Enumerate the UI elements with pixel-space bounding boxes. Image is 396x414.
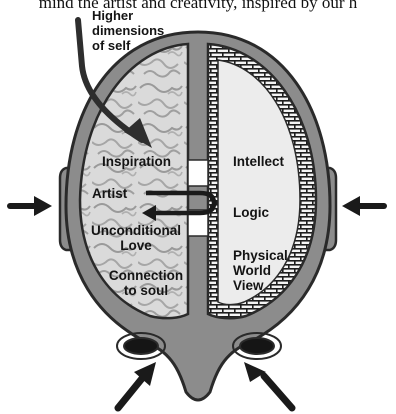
arrow-up-right-icon	[118, 362, 156, 408]
label-connection-to-soul-line-1: Connection	[104, 268, 188, 283]
label-physical-world-view-line-1: Physical	[233, 248, 288, 263]
callout-label: Higher dimensions of self	[92, 8, 164, 53]
left-eye	[124, 338, 158, 354]
label-intellect: Intellect	[233, 154, 284, 169]
label-unconditional-love-line-2: Love	[86, 238, 186, 253]
label-unconditional-love-line-1: Unconditional	[86, 223, 186, 238]
label-connection-to-soul: Connection to soul	[104, 268, 188, 298]
callosum-bridge-top	[188, 160, 208, 186]
callout-line-2: dimensions	[92, 23, 164, 38]
label-unconditional-love: Unconditional Love	[86, 223, 186, 253]
right-eye	[240, 338, 274, 354]
callout-line-1: Higher	[92, 8, 164, 23]
arrow-right-icon	[10, 196, 52, 216]
label-connection-to-soul-line-2: to soul	[104, 283, 188, 298]
arrow-left-icon	[342, 196, 384, 216]
arrow-up-left-icon	[244, 362, 292, 408]
label-inspiration: Inspiration	[102, 154, 171, 169]
label-logic: Logic	[233, 205, 269, 220]
label-physical-world-view-line-2: World	[233, 263, 288, 278]
label-physical-world-view-line-3: View	[233, 278, 288, 293]
label-physical-world-view: Physical World View	[233, 248, 288, 293]
label-artist: Artist	[92, 186, 127, 201]
callout-line-3: of self	[92, 38, 164, 53]
